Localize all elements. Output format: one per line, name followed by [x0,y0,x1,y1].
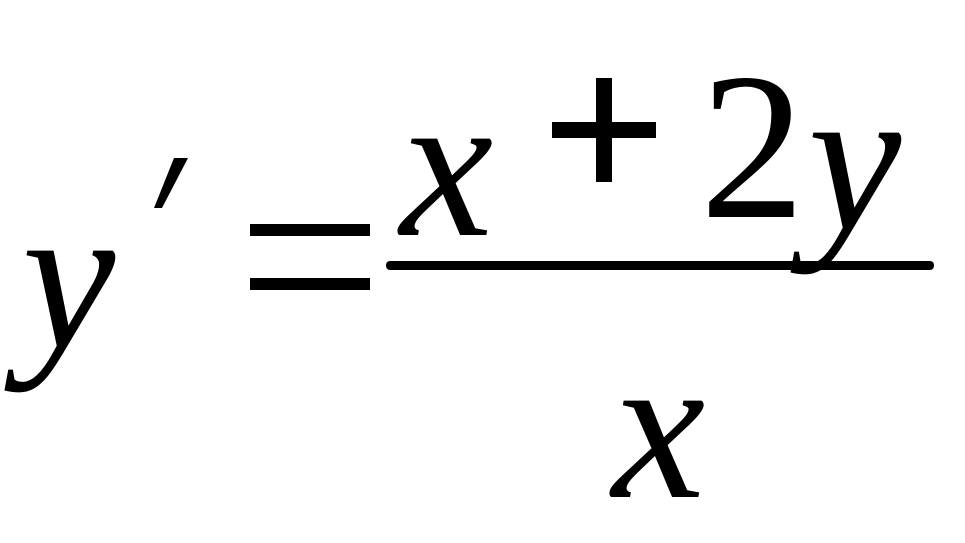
numerator-coefficient-2: 2 [700,31,805,263]
plus-sign [552,78,656,182]
plus-bar-vertical [596,78,612,182]
numerator-term-y: y [808,43,902,275]
formula-y-prime-equals-fraction: y x 2 y x [22,31,934,532]
numerator-term-x: x [400,49,494,281]
equals-bar-top [250,224,370,236]
equals-sign [250,224,370,290]
lhs-variable-y: y [22,161,116,393]
equals-bar-bottom [250,278,370,290]
fraction-bar [386,261,934,270]
prime-mark [154,158,188,208]
denominator-x: x [612,311,706,543]
